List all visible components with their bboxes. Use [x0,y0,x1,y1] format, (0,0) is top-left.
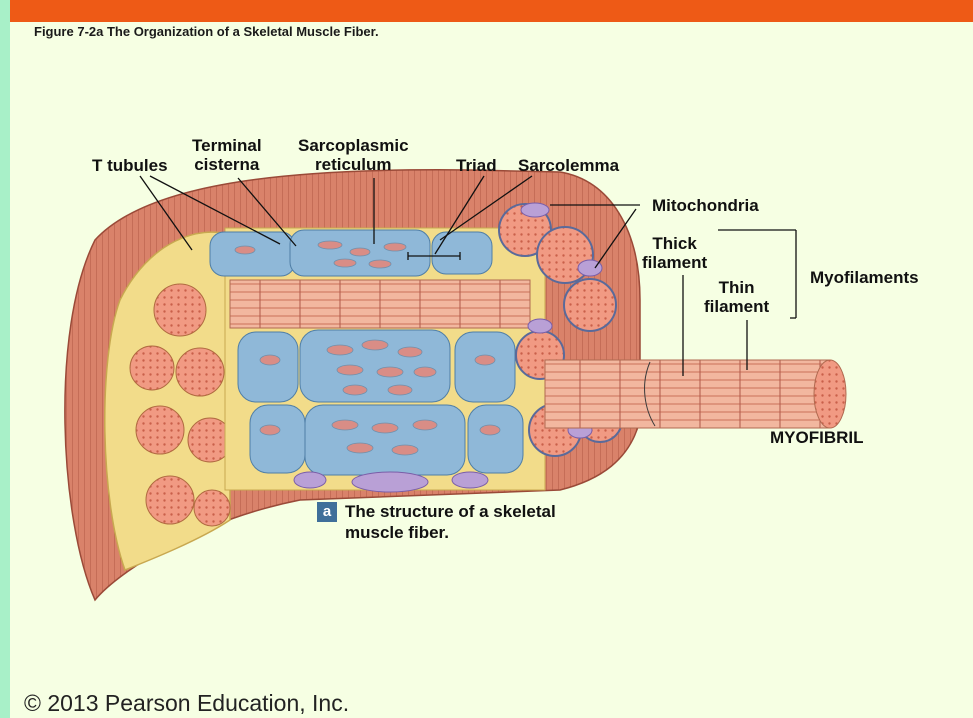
label-sarco-line1: Sarcoplasmic [298,136,409,155]
label-terminal-line1: Terminal [192,136,262,155]
label-myofibril: MYOFIBRIL [770,428,864,447]
label-sarco-line2: reticulum [298,155,409,174]
panel-letter-badge: a [317,502,337,522]
label-thick-line2: filament [642,253,707,272]
label-myofilaments: Myofilaments [810,268,919,287]
label-thin-filament: Thin filament [704,278,769,316]
copyright-notice: © 2013 Pearson Education, Inc. [24,690,349,717]
label-terminal-line2: cisterna [192,155,262,174]
label-sarcolemma: Sarcolemma [518,156,619,175]
label-sarcoplasmic-reticulum: Sarcoplasmic reticulum [298,136,409,174]
label-thin-line1: Thin [704,278,769,297]
panel-caption-line2: muscle fiber. [345,522,556,543]
fiber-interior [210,228,545,492]
label-thick-line1: Thick [642,234,707,253]
label-t-tubules: T tubules [92,156,168,175]
label-thin-line2: filament [704,297,769,316]
myofibril [545,360,846,428]
label-terminal-cisterna: Terminal cisterna [192,136,262,174]
panel-caption: The structure of a skeletal muscle fiber… [345,501,556,543]
label-mitochondria: Mitochondria [652,196,759,215]
label-thick-filament: Thick filament [642,234,707,272]
panel-caption-line1: The structure of a skeletal [345,501,556,522]
label-triad: Triad [456,156,497,175]
